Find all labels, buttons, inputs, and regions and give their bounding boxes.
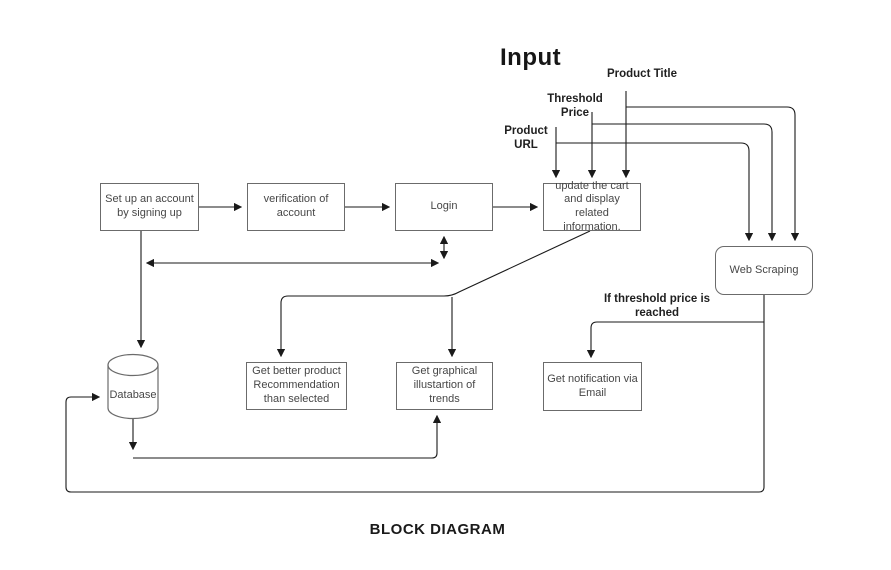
node-recommendation: Get better product Recommendation than s…	[246, 362, 347, 410]
node-email: Get notification via Email	[543, 362, 642, 411]
node-web-scraping: Web Scraping	[715, 246, 813, 295]
conn-update-cart-to-recommendation	[276, 230, 591, 358]
conn-product-title-to-web-scraping	[626, 106, 800, 242]
page-title: Input	[500, 44, 562, 71]
node-signup: Set up an account by signing up	[100, 183, 199, 231]
node-database-label: Database	[109, 389, 157, 401]
label-product-title: Product Title	[606, 68, 678, 80]
node-update-cart: update the cart and display related info…	[543, 180, 641, 233]
label-threshold-price: Threshold Price	[547, 93, 603, 119]
node-trends: Get graphical illustartion of trends	[396, 362, 493, 410]
diagram-caption: BLOCK DIAGRAM	[369, 521, 506, 538]
node-verification: verification of account	[247, 183, 345, 231]
conn-web-scraping-to-database	[65, 295, 765, 493]
label-threshold-condition: If threshold price is reached	[603, 293, 711, 319]
label-product-url: Product URL	[504, 125, 548, 151]
conn-loop-to-trends	[133, 414, 442, 459]
database-cylinder	[107, 353, 159, 420]
node-login: Login	[395, 183, 493, 231]
conn-web-scraping-to-email	[586, 321, 764, 359]
conn-threshold-price-to-web-scraping	[592, 123, 777, 242]
conn-product-url-to-web-scraping	[556, 142, 754, 242]
